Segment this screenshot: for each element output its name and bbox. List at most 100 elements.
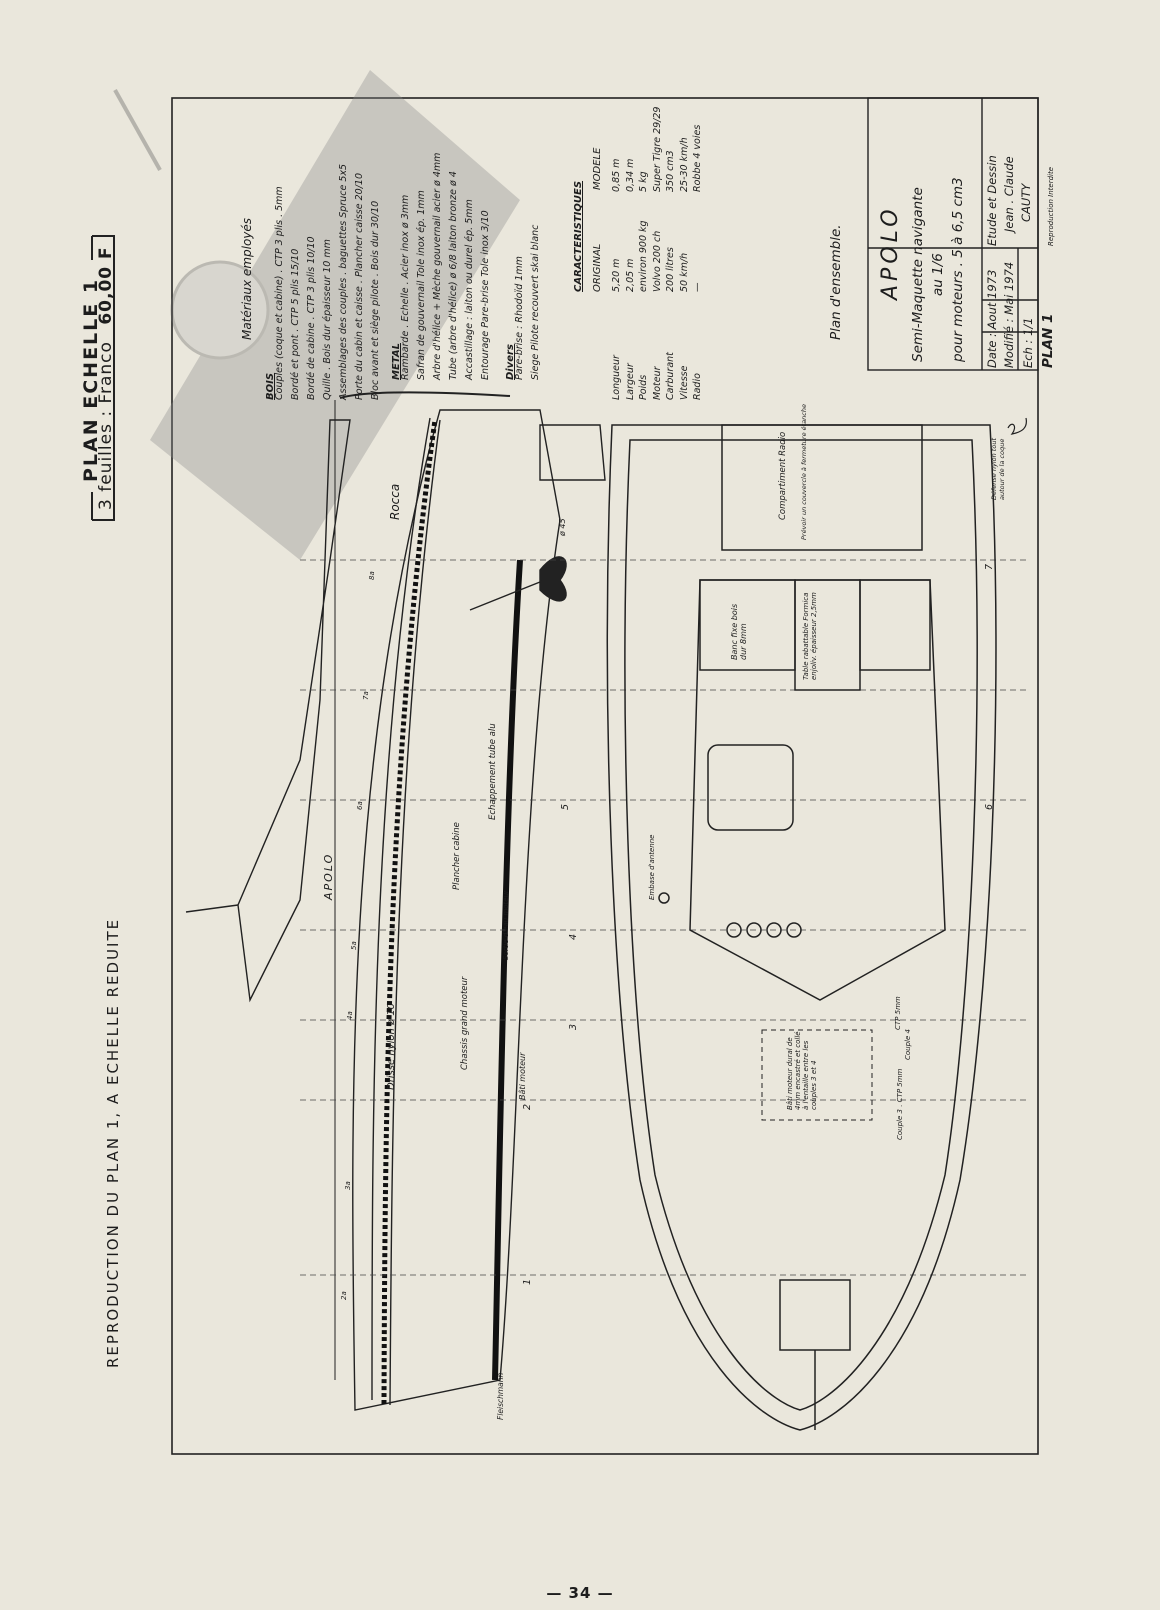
bench-2	[859, 579, 931, 671]
watermark-logo	[113, 70, 520, 560]
char-original-values: 5,20 m 2,05 m environ 900 kg Volvo 200 c…	[610, 197, 705, 292]
divers-line: Pare-brise : Rhodoïd 1mm	[514, 256, 525, 380]
frame-mark: 8a	[368, 571, 376, 580]
char-model: Super Tigre 29/29	[651, 106, 663, 192]
bois-line: Couples (coque et cabine) . CTP 3 plis .…	[274, 186, 285, 400]
metal-line: Rambarde . Echelle . Acier inox ø 3mm	[400, 194, 411, 380]
metal-line: Entourage Pare-brise Tole inox 3/10	[480, 210, 491, 380]
label-antenna: Embase d'antenne	[648, 834, 656, 900]
title-block-frame	[867, 97, 1039, 371]
section-number: 1	[522, 1278, 533, 1285]
section-number: 4	[568, 933, 579, 940]
char-model: Robbe 4 voies	[692, 124, 703, 192]
pilot-seat	[707, 744, 794, 831]
char-label: Longueur	[611, 355, 622, 400]
label-hull-name: Rocca	[388, 483, 402, 520]
rudder	[539, 424, 606, 481]
section-number: 5	[560, 803, 571, 810]
section-lines	[300, 559, 1030, 1276]
label-plancher: Plancher cabine	[452, 822, 462, 890]
bois-list: Couples (coque et cabine) . CTP 3 plis .…	[272, 164, 384, 400]
char-original: environ 900 kg	[638, 220, 649, 292]
label-engine-bay: Bâti moteur dural de 4mm encastré et col…	[786, 1031, 818, 1110]
engine-bay	[761, 1029, 873, 1121]
frame-mark: 7a	[362, 691, 370, 700]
char-label: Carburant	[665, 352, 676, 400]
label-couple3: Couple 3 . CTP 5mm	[896, 1068, 904, 1140]
gauge	[766, 922, 782, 938]
label-table: Table rabattable Formica enjoliv. épaiss…	[802, 592, 818, 680]
section-number: 2	[522, 1103, 533, 1110]
label-fender: Défense nylon tout autour de la coque	[990, 438, 1006, 500]
char-label: Radio	[692, 373, 703, 400]
frame-mark: 4a	[346, 1011, 354, 1020]
page-number: — 34 —	[546, 1584, 614, 1602]
char-original: —	[692, 282, 703, 293]
bois-line: Bordé et pont . CTP 5 plis 15/10	[290, 248, 301, 400]
char-label: Poids	[638, 374, 649, 400]
metal-list: Rambarde . Echelle . Acier inox ø 3mm Sa…	[398, 153, 494, 380]
label-echappement: Echappement tube alu	[488, 723, 498, 820]
char-original: 5,20 m	[611, 258, 622, 292]
antenna-mast	[185, 904, 239, 913]
col-original: ORIGINAL	[592, 243, 603, 292]
tb-study: Etude et Dessin	[985, 155, 999, 246]
label-chassis: Chassis grand moteur	[460, 976, 470, 1070]
keel-band	[492, 559, 523, 1381]
char-model-values: 0,85 m 0,34 m 5 kg Super Tigre 29/29 350…	[610, 92, 705, 192]
metal-line: Arbre d'hélice + Mèche gouvernail acier …	[432, 152, 443, 380]
frame-mark: 2a	[340, 1291, 348, 1300]
gauge	[786, 922, 802, 938]
tb-line2: au 1/6	[930, 253, 946, 296]
label-couple4: Couple 4	[904, 1029, 912, 1060]
char-original: 200 litres	[665, 247, 676, 292]
gauge	[726, 922, 742, 938]
plan-header: PLAN ECHELLE 1 3 feuilles : Franco 60,00…	[62, 232, 116, 522]
label-compartment: Compartiment Radio	[778, 431, 788, 520]
tb-reproduction: Reproduction Interdite	[1047, 166, 1055, 246]
char-original: 2,05 m	[624, 258, 636, 292]
char-label: Largeur	[624, 363, 636, 400]
hull-outline	[352, 409, 561, 1411]
frame-mark: 3a	[344, 1181, 352, 1190]
drawing-frame	[171, 97, 1039, 1455]
tb-line3: pour moteurs . 5 à 6,5 cm3	[950, 177, 966, 362]
metal-line: Accastillage : laiton ou durel ép. 5mm	[464, 199, 475, 380]
tb-modified: Modifié : Mai 1974	[1002, 261, 1016, 368]
bois-line: Quille . Bois dur épaisseur 10 mm	[322, 239, 333, 400]
hull-plan-outline	[606, 424, 997, 1431]
char-model: 25-30 km/h	[678, 137, 690, 192]
cabin-top	[237, 419, 351, 1003]
characteristics-title-wrap: CARACTERISTIQUES	[566, 181, 585, 292]
sheer-line	[371, 417, 431, 1401]
char-label: Moteur	[651, 366, 663, 400]
divers-list: Pare-brise : Rhodoïd 1mm Siege Pilote re…	[512, 225, 544, 380]
bois-line: Bloc avant et siège pilote . Bois dur 30…	[370, 200, 381, 400]
stern-rail	[339, 391, 511, 399]
frame-mark: 5a	[350, 941, 358, 950]
tb-author-last: CAUTY	[1019, 183, 1033, 222]
metal-line: Safran de gouvernail Tole inox ép. 1mm	[416, 190, 427, 380]
section-number: 3	[568, 1023, 579, 1030]
boat-title: APOLO	[878, 205, 903, 300]
char-original: 50 km/h	[678, 252, 690, 292]
label-ctp: CTP 5mm	[894, 996, 902, 1030]
tb-author-first: Jean . Claude	[1002, 156, 1016, 232]
header-box-frame	[91, 235, 115, 521]
char-original: Volvo 200 ch	[651, 230, 663, 292]
chine-line	[389, 419, 441, 1406]
label-drisse: Drisse nylon ø 10	[386, 1002, 397, 1090]
label-prop-dia: ø 45	[558, 518, 567, 536]
section-number: 6	[984, 803, 995, 810]
tb-plan: PLAN 1	[1040, 313, 1056, 368]
char-label: Vitesse	[678, 365, 690, 400]
bois-line: Bordé de cabine . CTP 3 plis 10/10	[306, 236, 317, 400]
char-model: 350 cm3	[665, 150, 676, 192]
materials-heading: Matériaux employés	[240, 217, 254, 340]
bois-line: Porte du cabin et caisse . Plancher cais…	[354, 173, 365, 400]
signature	[1007, 417, 1027, 435]
col-model: MODELE	[592, 147, 603, 190]
char-labels: Longueur Largeur Poids Moteur Carburant …	[610, 288, 705, 400]
divers-line: Siege Pilote recouvert skai blanc	[530, 224, 541, 380]
